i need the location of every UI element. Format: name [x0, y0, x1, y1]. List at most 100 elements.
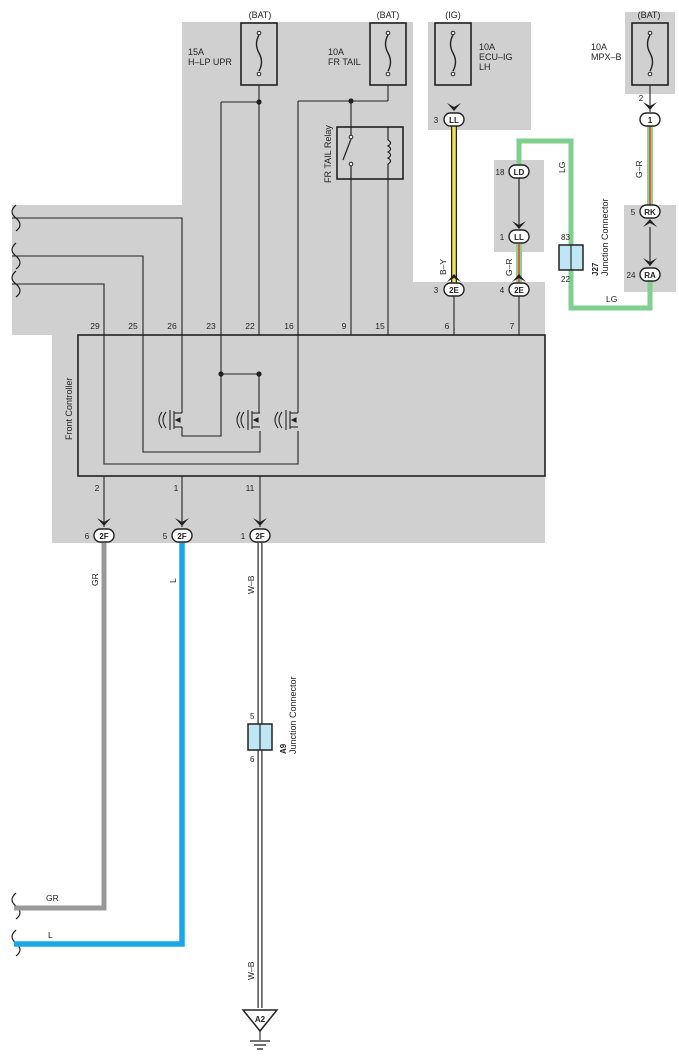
fuse-name-line2: LH: [479, 62, 491, 72]
mosfet-icon: [274, 410, 298, 430]
connector-2e-a: 2E 3: [434, 274, 465, 297]
wire-label: G–R: [634, 161, 644, 178]
fuse-terminal-icon: [385, 71, 391, 77]
wire-label: G–R: [504, 259, 514, 276]
connector-pin: 3: [434, 286, 439, 295]
relay-switch-icon: [342, 138, 352, 161]
connector-2f-b: 2F 5: [163, 518, 193, 543]
fuse-rating: 10A: [479, 42, 495, 52]
wire-g-r-right: G–R: [634, 126, 653, 210]
wire-gr: GR GR: [14, 543, 107, 911]
controller-pin-label: 2: [95, 483, 100, 493]
connector-ll-top: LL 3: [434, 103, 465, 127]
wire-label: W–B: [246, 575, 256, 594]
wire-label: B–Y: [438, 259, 448, 275]
ig-fuse-zone: [428, 22, 531, 130]
ground-a2: A2: [241, 1009, 279, 1050]
junction-pin: 6: [250, 755, 255, 764]
fuse-terminal-icon: [647, 30, 653, 36]
fuse-power-label: (BAT): [249, 10, 272, 20]
connector-pin: 2: [639, 94, 644, 103]
fuse-terminal-icon: [450, 71, 456, 77]
arrow-down-icon: [643, 258, 657, 266]
junction-name: Junction Connector: [288, 676, 298, 754]
arrow-up-icon: [643, 219, 657, 227]
arrow-down-icon: [175, 518, 189, 526]
connector-pin: 18: [496, 168, 505, 177]
wire-label: L: [168, 578, 178, 583]
fuse-rating: 10A: [591, 42, 607, 52]
fuse-rating: 10A: [328, 47, 344, 57]
controller-pin-label: 6: [445, 321, 450, 331]
arrow-down-icon: [447, 103, 461, 111]
fuse-terminal-icon: [256, 30, 262, 36]
fuse-power-label: (BAT): [377, 10, 400, 20]
relay-coil-icon: [386, 139, 392, 165]
fuse-name: H–LP UPR: [188, 57, 232, 67]
arrow-down-icon: [97, 518, 111, 526]
controller-pin-label: 23: [206, 321, 216, 331]
fuse-element-icon: [384, 34, 392, 72]
fuse-name: FR TAIL: [328, 57, 361, 67]
connector-tag: 2E: [449, 286, 459, 295]
fuse-name: MPX–B: [591, 52, 622, 62]
connector-tag: 2F: [99, 532, 108, 541]
connector-tag: 2F: [255, 532, 264, 541]
junction-j27: 83 22 J27 Junction Connector: [558, 198, 610, 284]
wire-b-y: B–Y: [438, 126, 457, 283]
connector-ra: RA 24: [627, 258, 661, 282]
mosfet-icon: [158, 410, 182, 430]
connector-tag: 2F: [177, 532, 186, 541]
junction-a9: 5 6 A9 Junction Connector: [247, 676, 298, 764]
junction-id: A9: [279, 743, 288, 754]
fuse-name: ECU–IG: [479, 52, 513, 62]
background-zones: [12, 12, 676, 543]
connector-tag: 2E: [514, 286, 524, 295]
connector-2e-b: 2E 4: [500, 274, 530, 297]
connector-ll-mid: LL 1: [500, 221, 530, 244]
arrow-down-icon: [512, 221, 526, 229]
junction-name: Junction Connector: [600, 198, 610, 276]
mosfet-icon: [236, 410, 260, 430]
fuse-element-icon: [449, 34, 457, 72]
controller-label: Front Controller: [64, 377, 74, 440]
fr-tail-relay: FR TAIL Relay: [323, 125, 404, 183]
connector-tag: LL: [514, 233, 524, 242]
fuse-ecu-ig-lh: (IG) 10A ECU–IG LH: [434, 10, 513, 86]
wire-label: GR: [90, 573, 100, 586]
wire-lg: LG LG: [516, 138, 653, 311]
junction-id: J27: [591, 262, 600, 276]
black-wires: [12, 85, 651, 527]
ground-triangle-icon: [241, 1009, 279, 1033]
wire-label: L: [48, 930, 53, 940]
wire-label: LG: [557, 162, 567, 173]
wire-w-b: W–B W–B: [246, 543, 263, 1008]
splice-dots: [218, 98, 354, 377]
connector-pin: 5: [631, 208, 636, 217]
controller-pin-label: 15: [375, 321, 385, 331]
arrow-down-icon: [643, 102, 657, 110]
ground-tag: A2: [255, 1015, 266, 1024]
connector-pin: 5: [163, 532, 168, 541]
fuse-element-icon: [646, 34, 654, 72]
junction-pin: 22: [561, 275, 570, 284]
connector-tag: LD: [514, 168, 525, 177]
controller-pin-label: 9: [342, 321, 347, 331]
connector-ld: LD 18: [496, 164, 530, 179]
wire-label: GR: [46, 893, 59, 903]
wire-label: W–B: [246, 961, 256, 980]
fuse-terminal-icon: [647, 71, 653, 77]
connector-tag: LL: [449, 116, 459, 125]
arrow-up-icon: [447, 274, 461, 282]
wire-label: LG: [606, 294, 617, 304]
arrow-up-icon: [512, 274, 526, 282]
connector-tag: RK: [644, 208, 656, 217]
connector-tag: RA: [644, 271, 656, 280]
connector-pin: 3: [434, 116, 439, 125]
connector-tag: 1: [648, 116, 653, 125]
fuse-box: [434, 22, 472, 86]
connector-pin: 4: [500, 286, 505, 295]
connector-pin: 1: [241, 532, 246, 541]
controller-pin-label: 22: [245, 321, 255, 331]
controller-pin-label: 26: [167, 321, 177, 331]
